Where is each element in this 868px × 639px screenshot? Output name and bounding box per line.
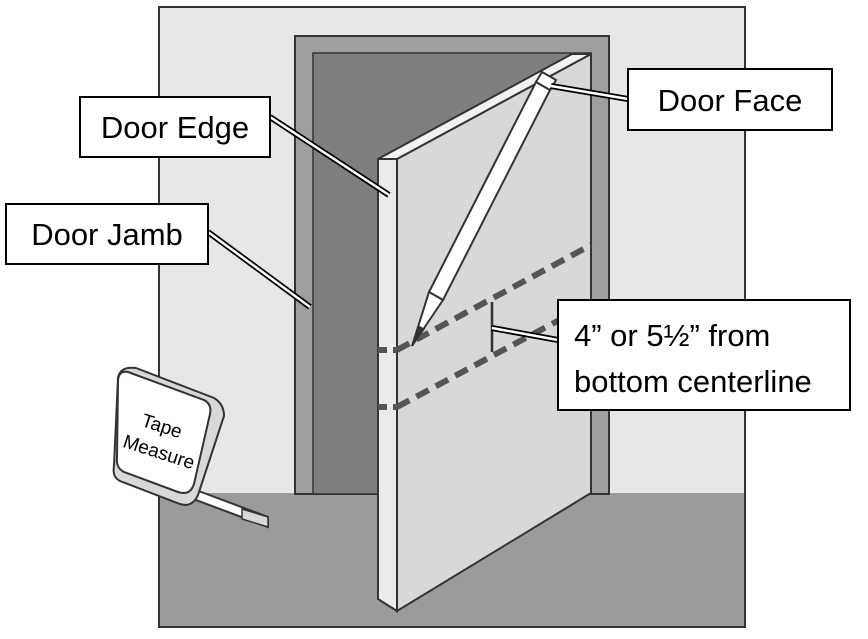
label-measurement: 4” or 5½” from bottom centerline [557,299,851,411]
door-jamb-label: Door Jamb [31,217,183,252]
label-door-edge: Door Edge [79,96,271,158]
leader-lines [206,83,629,343]
label-door-face: Door Face [627,68,833,131]
door-face-label: Door Face [658,83,803,118]
pencil-icon [411,70,558,347]
door-edge [377,158,398,613]
door-edge-label: Door Edge [101,110,249,145]
measurement-label-line1: 4” or 5½” from [574,318,770,353]
label-door-jamb: Door Jamb [5,203,209,265]
measurement-label-line2: bottom centerline [574,364,812,399]
tape-measure-icon: Tape Measure [112,366,269,529]
